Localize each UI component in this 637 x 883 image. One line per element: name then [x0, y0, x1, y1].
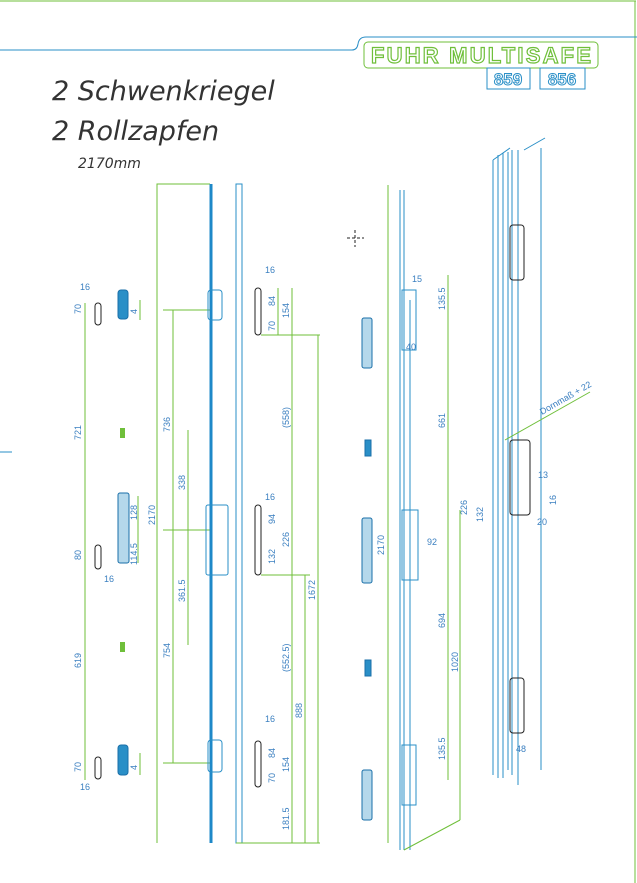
- svg-text:694: 694: [437, 613, 447, 628]
- left-view: 70 16 721 80 16 619 70 16 4 128 114.5 4 …: [73, 183, 320, 844]
- svg-text:181.5: 181.5: [281, 807, 291, 830]
- svg-text:361.5: 361.5: [177, 579, 187, 602]
- svg-text:16: 16: [548, 495, 558, 505]
- brand-logo: FUHR MULTISAFE 859 856: [363, 41, 599, 90]
- svg-text:FUHR MULTISAFE: FUHR MULTISAFE: [371, 43, 591, 68]
- svg-text:Dornmaß + 22: Dornmaß + 22: [538, 379, 593, 417]
- svg-text:132: 132: [475, 507, 485, 522]
- svg-text:1672: 1672: [307, 580, 317, 600]
- svg-text:132: 132: [267, 549, 277, 564]
- middle-view: 16 84 70 154 (558) 16 94 132 226 1672 (5…: [254, 265, 320, 843]
- svg-text:(552.5): (552.5): [281, 643, 291, 672]
- svg-text:16: 16: [265, 714, 275, 724]
- svg-text:20: 20: [537, 517, 547, 527]
- svg-text:114.5: 114.5: [129, 543, 139, 565]
- svg-text:94: 94: [267, 514, 277, 524]
- crosshair-icon: [347, 230, 364, 247]
- svg-text:4: 4: [129, 765, 139, 770]
- svg-text:135.5: 135.5: [437, 287, 447, 310]
- svg-text:135.5: 135.5: [437, 737, 447, 760]
- svg-text:754: 754: [162, 643, 172, 658]
- svg-text:736: 736: [162, 417, 172, 432]
- svg-text:84: 84: [267, 296, 277, 306]
- svg-text:16: 16: [265, 265, 275, 275]
- svg-text:70: 70: [267, 773, 277, 783]
- svg-text:856: 856: [548, 70, 576, 89]
- svg-text:16: 16: [80, 282, 90, 292]
- svg-text:15: 15: [412, 274, 422, 284]
- title-line1: 2 Schwenkriegel: [52, 76, 275, 107]
- svg-text:70: 70: [267, 321, 277, 331]
- svg-text:13: 13: [538, 470, 548, 480]
- svg-text:2170: 2170: [147, 505, 157, 525]
- title-line2: 2 Rollzapfen: [52, 116, 219, 147]
- svg-text:226: 226: [281, 532, 291, 547]
- svg-text:619: 619: [73, 653, 83, 668]
- svg-text:661: 661: [437, 413, 447, 428]
- svg-text:1020: 1020: [450, 652, 460, 672]
- svg-text:80: 80: [73, 550, 83, 560]
- svg-text:2170: 2170: [376, 535, 386, 555]
- svg-text:154: 154: [281, 757, 291, 772]
- svg-text:48: 48: [516, 744, 526, 754]
- svg-text:92: 92: [427, 537, 437, 547]
- svg-text:(558): (558): [281, 407, 291, 428]
- svg-text:721: 721: [73, 425, 83, 440]
- svg-text:16: 16: [104, 574, 114, 584]
- svg-text:84: 84: [267, 748, 277, 758]
- svg-text:40: 40: [406, 342, 416, 352]
- svg-text:888: 888: [294, 703, 304, 718]
- svg-text:338: 338: [177, 475, 187, 490]
- svg-text:128: 128: [129, 505, 139, 520]
- svg-text:154: 154: [281, 303, 291, 318]
- title-length: 2170mm: [78, 156, 141, 172]
- svg-text:16: 16: [80, 782, 90, 792]
- svg-text:859: 859: [494, 70, 522, 89]
- svg-text:16: 16: [265, 492, 275, 502]
- svg-text:4: 4: [129, 309, 139, 314]
- svg-text:70: 70: [73, 304, 83, 314]
- svg-text:70: 70: [73, 762, 83, 772]
- iso-view: 2170 15 135.5 40 661 92 226 132 694 1020…: [361, 137, 593, 851]
- svg-text:226: 226: [459, 500, 469, 515]
